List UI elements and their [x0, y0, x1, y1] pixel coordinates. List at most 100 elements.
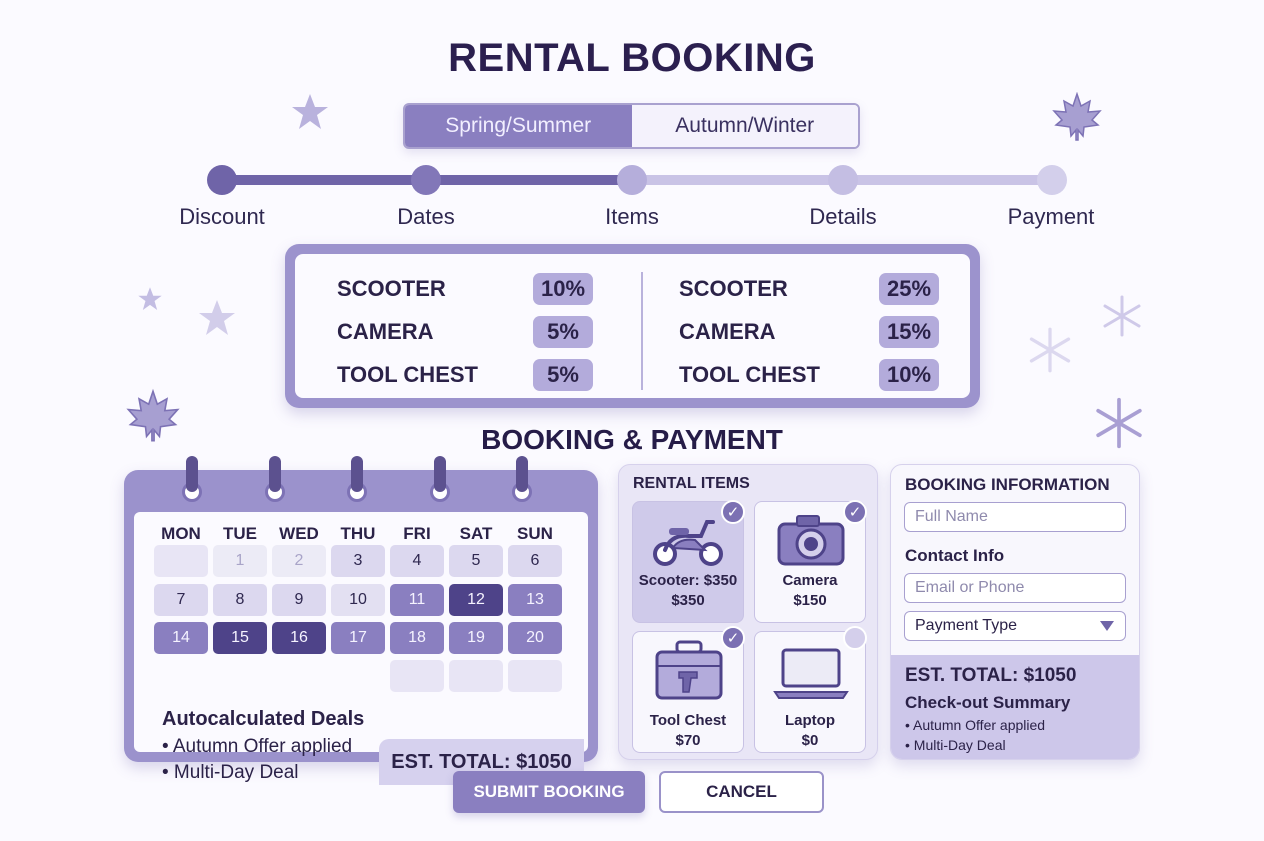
rental-item-price: $150 [793, 592, 827, 609]
discount-badge: 10% [879, 359, 939, 391]
calendar-day-selected[interactable]: 17 [331, 622, 385, 654]
step-dot-details[interactable] [828, 165, 858, 195]
discount-badge: 5% [533, 316, 593, 348]
calendar-ring [351, 456, 363, 492]
season-option-spring-summer[interactable]: Spring/Summer [405, 105, 632, 147]
step-label-items: Items [605, 204, 659, 229]
calendar-day-selected[interactable]: 13 [508, 584, 562, 616]
camera-icon [777, 515, 845, 566]
laptop-icon [773, 648, 849, 699]
calendar-day[interactable]: 1 [213, 545, 267, 577]
rental-item-price: $350 [671, 592, 705, 609]
maple-leaf-icon [1052, 92, 1102, 141]
calendar-day-selected[interactable]: 20 [508, 622, 562, 654]
step-label-dates: Dates [397, 204, 455, 229]
section-heading: BOOKING & PAYMENT [481, 424, 783, 455]
rental-item-scooter[interactable]: Scooter: $350 $350 ✓ [632, 500, 745, 623]
step-label-details: Details [809, 204, 877, 229]
deal-item: • Multi-Day Deal [162, 762, 299, 783]
weekday-header: WED [279, 524, 319, 543]
rental-item-price: $70 [675, 732, 701, 749]
rental-items-panel: RENTAL ITEMS Scooter: $350 $350 ✓ Camera… [618, 464, 878, 760]
payment-type-value: Payment Type [915, 617, 1017, 634]
calendar-ring [434, 456, 446, 492]
dropdown-arrow-icon [1100, 621, 1114, 631]
snowflake-icon [1096, 397, 1142, 449]
calendar-day[interactable]: 10 [331, 584, 385, 616]
calendar-day-empty [154, 545, 208, 577]
calendar-day[interactable]: 7 [154, 584, 208, 616]
rental-item-name: Laptop [785, 712, 835, 729]
star-icon [138, 287, 162, 311]
step-label-discount: Discount [179, 204, 265, 229]
calendar-day-selected[interactable]: 16 [272, 622, 326, 654]
discount-item-name: CAMERA [679, 319, 776, 344]
page-title: RENTAL BOOKING [448, 36, 816, 80]
weekday-header: SUN [517, 524, 553, 543]
calendar-day-selected[interactable]: 11 [390, 584, 444, 616]
step-dot-discount[interactable] [207, 165, 237, 195]
season-option-autumn-winter[interactable]: Autumn/Winter [631, 105, 858, 147]
check-icon[interactable]: ✓ [721, 500, 745, 524]
weekday-header: SAT [459, 524, 493, 543]
weekday-header: TUE [223, 524, 257, 543]
discount-item-name: SCOOTER [679, 276, 788, 301]
discount-item-name: TOOL CHEST [337, 362, 478, 387]
calendar-day[interactable]: 4 [390, 545, 444, 577]
booking-info-title: BOOKING INFORMATION [905, 475, 1110, 494]
discount-badge: 25% [879, 273, 939, 305]
calendar-day[interactable]: 6 [508, 545, 562, 577]
weekday-header: MON [161, 524, 201, 543]
booking-info-panel: BOOKING INFORMATION Full Name Contact In… [890, 464, 1140, 760]
calendar-body: MON TUE WED THU FRI SAT SUN 1 2 3 4 5 6 … [134, 512, 588, 785]
rental-item-tool-chest[interactable]: Tool Chest $70 ✓ [632, 626, 745, 753]
calendar-panel: MON TUE WED THU FRI SAT SUN 1 2 3 4 5 6 … [124, 470, 598, 785]
step-dot-items[interactable] [617, 165, 647, 195]
calendar-day-selected[interactable]: 12 [449, 584, 503, 616]
step-dot-payment[interactable] [1037, 165, 1067, 195]
calendar-day-selected[interactable]: 18 [390, 622, 444, 654]
calendar-day-selected[interactable]: 19 [449, 622, 503, 654]
calendar-day-selected[interactable]: 14 [154, 622, 208, 654]
discount-table: SCOOTER 10% CAMERA 5% TOOL CHEST 5% SCOO… [295, 254, 970, 398]
rental-items-title: RENTAL ITEMS [633, 475, 750, 492]
cancel-button[interactable]: CANCEL [659, 771, 824, 813]
calendar-day-empty [508, 660, 562, 692]
deal-item: • Autumn Offer applied [162, 736, 353, 757]
discount-badge: 10% [533, 273, 593, 305]
calendar-day[interactable]: 9 [272, 584, 326, 616]
step-dot-dates[interactable] [411, 165, 441, 195]
deals-title: Autocalculated Deals [162, 708, 365, 730]
full-name-input[interactable]: Full Name [904, 502, 1126, 532]
check-icon[interactable]: ✓ [843, 500, 867, 524]
calendar-day[interactable]: 8 [213, 584, 267, 616]
discount-panel: SCOOTER 10% CAMERA 5% TOOL CHEST 5% SCOO… [285, 244, 980, 408]
star-icon [292, 94, 328, 129]
checkout-summary: EST. TOTAL: $1050 Check-out Summary • Au… [891, 655, 1139, 759]
season-toggle: Spring/Summer Autumn/Winter [403, 103, 860, 149]
unchecked-circle-icon[interactable] [843, 626, 867, 650]
calendar-day[interactable]: 5 [449, 545, 503, 577]
calendar-day[interactable]: 3 [331, 545, 385, 577]
calendar-day-selected[interactable]: 15 [213, 622, 267, 654]
rental-item-name: Scooter: $350 [638, 572, 738, 589]
rental-item-camera[interactable]: Camera $150 ✓ [754, 500, 867, 623]
snowflake-icon [1029, 327, 1071, 373]
rental-item-laptop[interactable]: Laptop $0 [754, 626, 867, 753]
calendar-ring [186, 456, 198, 492]
step-label-payment: Payment [1007, 204, 1095, 229]
contact-info-label: Contact Info [905, 546, 1005, 565]
check-icon[interactable]: ✓ [721, 626, 745, 650]
checkout-summary-title: Check-out Summary [905, 693, 1071, 712]
discount-divider [641, 272, 643, 390]
discount-item-name: SCOOTER [337, 276, 446, 301]
discount-badge: 15% [879, 316, 939, 348]
discount-item-name: TOOL CHEST [679, 362, 820, 387]
tool-chest-icon [655, 640, 723, 700]
payment-type-select[interactable]: Payment Type [904, 611, 1126, 641]
calendar-day[interactable]: 2 [272, 545, 326, 577]
contact-input[interactable]: Email or Phone [904, 573, 1126, 603]
submit-booking-button[interactable]: SUBMIT BOOKING [453, 771, 645, 813]
discount-item-name: CAMERA [337, 319, 434, 344]
calendar-day-empty [449, 660, 503, 692]
